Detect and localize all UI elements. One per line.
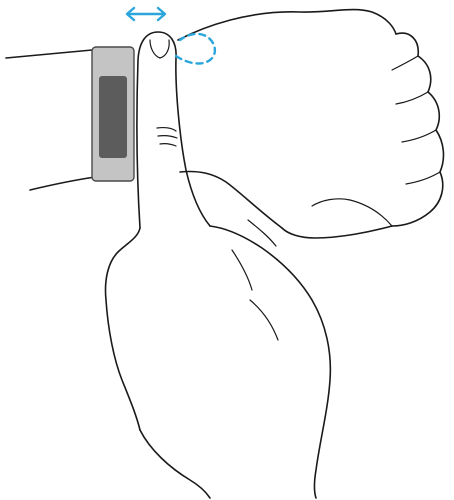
tracker-screen — [99, 76, 127, 158]
dashed-arc-icon — [176, 34, 215, 64]
fitness-tracker — [92, 47, 134, 181]
pointing-hand — [106, 32, 331, 498]
forearm — [6, 50, 95, 190]
gesture-indicator — [127, 8, 215, 63]
double-headed-arrow-icon — [127, 8, 165, 20]
fist — [178, 10, 443, 238]
